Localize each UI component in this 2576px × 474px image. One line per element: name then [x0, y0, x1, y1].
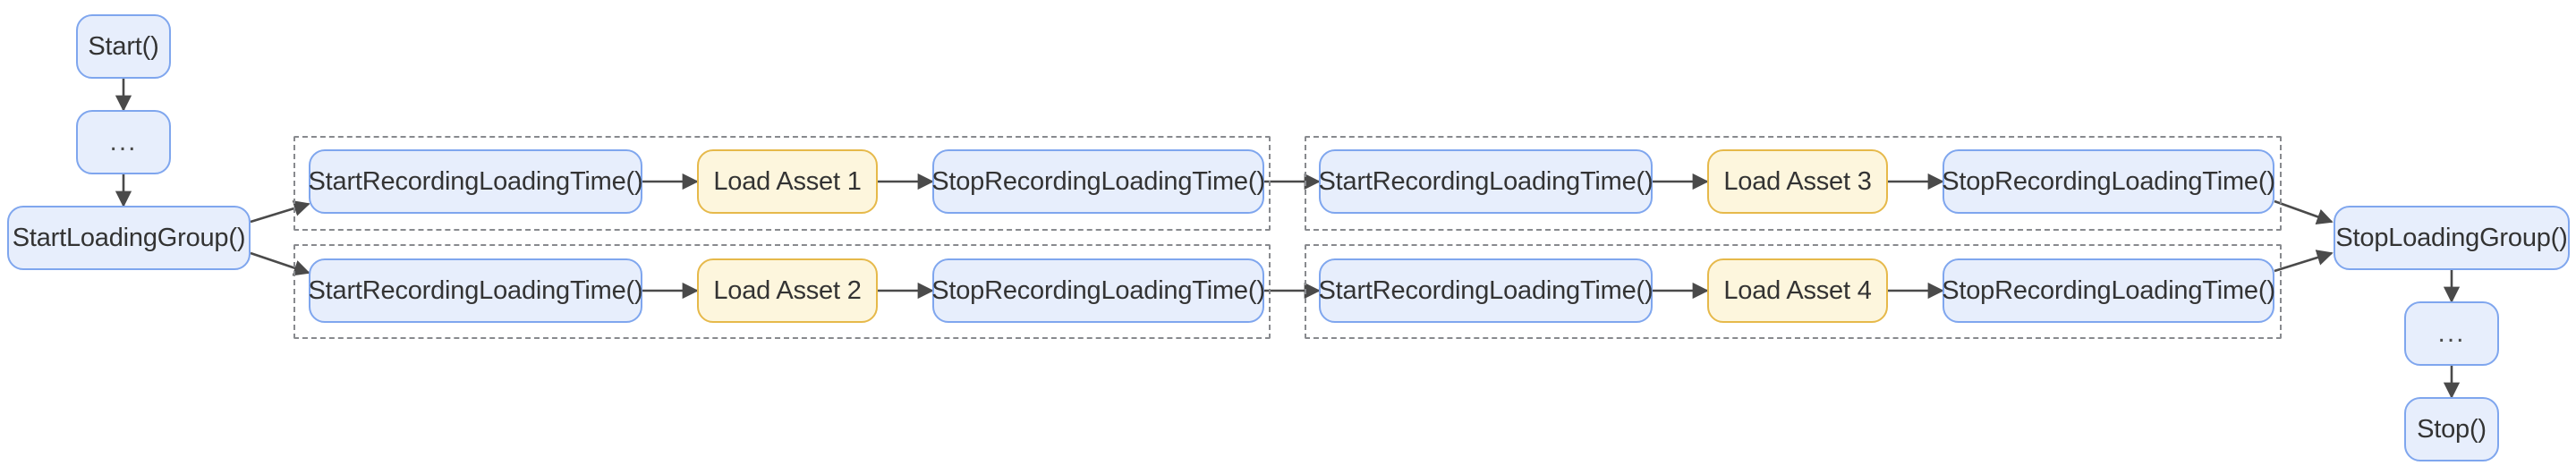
node-start-loading-group[interactable]: StartLoadingGroup() [7, 206, 251, 270]
group-2-row-2-step-1[interactable]: StartRecordingLoadingTime() [1319, 258, 1654, 323]
group-2-row-2-step-2[interactable]: Load Asset 4 [1707, 258, 1888, 323]
node-start[interactable]: Start() [76, 14, 171, 79]
group-2-row-1-step-2[interactable]: Load Asset 3 [1707, 149, 1888, 214]
group-2-row-1-step-1[interactable]: StartRecordingLoadingTime() [1319, 149, 1654, 214]
edge-g2r2-to-stoploadinggroup [2274, 250, 2334, 273]
node-stop-loading-group[interactable]: StopLoadingGroup() [2334, 206, 2570, 270]
group-2-row-2-step-3[interactable]: StopRecordingLoadingTime() [1942, 258, 2275, 323]
edge-g2r1-to-stoploadinggroup [2274, 199, 2334, 225]
group-1-row-2-step-2[interactable]: Load Asset 2 [697, 258, 878, 323]
group-1-row-1-step-3[interactable]: StopRecordingLoadingTime() [931, 149, 1265, 214]
group-1-row-2-box [293, 244, 1271, 339]
group-1-row-1-step-2[interactable]: Load Asset 1 [697, 149, 878, 214]
node-ellipsis-top[interactable]: ... [76, 110, 171, 174]
group-2-row-1-step-3[interactable]: StopRecordingLoadingTime() [1942, 149, 2275, 214]
group-2-row-1-box [1305, 136, 2282, 231]
group-2-row-2-box [1305, 244, 2282, 339]
group-1-row-1-box [293, 136, 1271, 231]
group-1-row-2-step-3[interactable]: StopRecordingLoadingTime() [931, 258, 1265, 323]
node-ellipsis-bottom[interactable]: ... [2404, 301, 2499, 366]
group-1-row-2-step-1[interactable]: StartRecordingLoadingTime() [309, 258, 643, 323]
group-1-row-1-step-1[interactable]: StartRecordingLoadingTime() [309, 149, 643, 214]
node-stop[interactable]: Stop() [2404, 397, 2499, 461]
